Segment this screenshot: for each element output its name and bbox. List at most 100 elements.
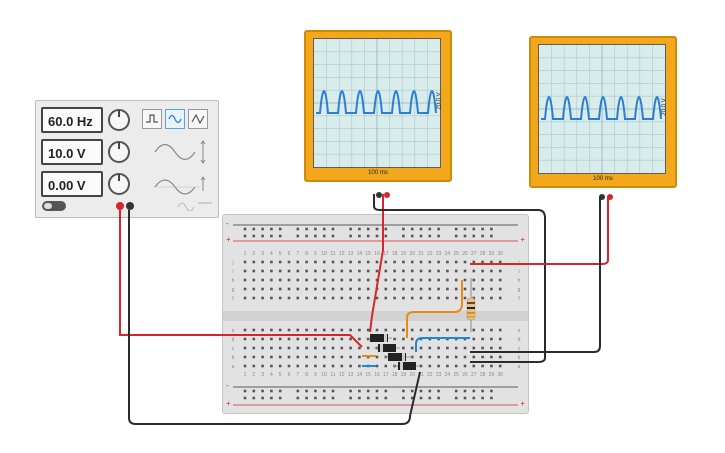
- column-label: 22: [427, 372, 433, 378]
- column-label: 3: [261, 251, 264, 257]
- column-label: 6: [288, 372, 291, 378]
- dc-offset-display: 0.00 V: [41, 171, 103, 197]
- rail-plus-label-top: +: [226, 235, 231, 244]
- wire-scope2-negative: [470, 196, 601, 353]
- oscilloscope-1-time-per-div: 100 ms: [368, 170, 388, 176]
- frequency-display: 60.0 Hz: [41, 107, 103, 133]
- oscilloscope-2-time-per-div: 100 ms: [593, 176, 613, 182]
- frequency-knob[interactable]: [108, 109, 130, 131]
- row-label: h: [518, 278, 521, 284]
- column-label: 15: [365, 251, 371, 257]
- column-label: 1: [244, 251, 247, 257]
- row-label: h: [232, 278, 235, 284]
- column-label: 7: [296, 372, 299, 378]
- diode-4: [394, 362, 420, 370]
- row-label: d: [232, 337, 235, 343]
- column-label: 11: [330, 372, 335, 378]
- column-label: 9: [314, 251, 317, 257]
- column-label: 23: [436, 372, 442, 378]
- row-label: b: [518, 355, 521, 361]
- offset-sine-icon: [153, 176, 206, 195]
- oscilloscope-2-trace: [541, 96, 662, 120]
- amplitude-display: 10.0 V: [41, 139, 103, 165]
- dc-offset-knob[interactable]: [108, 173, 130, 195]
- negative-terminal[interactable]: [126, 202, 134, 210]
- column-label: 5: [279, 251, 282, 257]
- column-label: 18: [392, 251, 398, 257]
- oscilloscope-2[interactable]: 20.0 V 100 ms: [529, 36, 677, 200]
- function-generator[interactable]: 60.0 Hz 10.0 V 0.00 V: [35, 100, 219, 218]
- oscilloscope-2-probe-positive[interactable]: [607, 194, 613, 200]
- column-label: 2: [252, 372, 255, 378]
- column-label: 5: [279, 372, 282, 378]
- power-switch[interactable]: [42, 201, 66, 211]
- diode-1: [366, 334, 392, 342]
- column-label: 19: [401, 251, 407, 257]
- row-label: a: [518, 364, 521, 370]
- oscilloscope-1-trace: [316, 90, 437, 114]
- column-label: 21: [418, 251, 424, 257]
- wire-generator-positive: [119, 210, 363, 348]
- positive-terminal[interactable]: [116, 202, 124, 210]
- column-label: 10: [321, 251, 327, 257]
- row-label: j: [231, 260, 233, 266]
- amplitude-knob[interactable]: [108, 141, 130, 163]
- row-label: a: [232, 364, 235, 370]
- column-label: 10: [321, 372, 327, 378]
- sine-wave-icon: [168, 114, 182, 124]
- triangle-wave-button[interactable]: [188, 109, 208, 129]
- diode-2: [374, 344, 400, 352]
- rail-minus-label-bottom: -: [226, 381, 229, 390]
- oscilloscope-1[interactable]: 20.0 V 100 ms: [304, 30, 452, 198]
- column-label: 4: [270, 251, 273, 257]
- column-label: 28: [480, 251, 486, 257]
- column-label: 16: [374, 372, 380, 378]
- column-label: 29: [489, 251, 495, 257]
- column-label: 7: [296, 251, 299, 257]
- row-label: c: [518, 346, 521, 352]
- column-label: 26: [462, 372, 468, 378]
- sine-wave-button[interactable]: [165, 109, 185, 129]
- wire-scope1-negative: [373, 194, 546, 363]
- oscilloscope-2-probe-negative[interactable]: [599, 194, 605, 200]
- column-label: 16: [374, 251, 380, 257]
- column-label: 20: [409, 251, 415, 257]
- column-label: 4: [270, 372, 273, 378]
- row-label: d: [518, 337, 521, 343]
- column-label: 17: [383, 251, 389, 257]
- oscilloscope-2-grid: [539, 45, 665, 173]
- column-label: 24: [445, 251, 451, 257]
- column-label: 9: [314, 372, 317, 378]
- row-label: c: [232, 346, 235, 352]
- oscilloscope-1-probe-positive[interactable]: [384, 192, 390, 198]
- column-label: 30: [497, 251, 503, 257]
- column-label: 6: [288, 251, 291, 257]
- oscilloscope-1-probe-negative[interactable]: [376, 192, 382, 198]
- column-label: 30: [497, 372, 503, 378]
- wire-orange-1: [406, 280, 463, 338]
- column-label: 20: [409, 372, 415, 378]
- column-label: 21: [418, 372, 424, 378]
- wire-generator-negative: [128, 210, 421, 425]
- column-label: 12: [339, 251, 345, 257]
- rail-plus-label-top-right: +: [520, 235, 525, 244]
- center-channel: [223, 311, 528, 321]
- column-label: 25: [453, 372, 459, 378]
- column-label: 13: [348, 372, 354, 378]
- column-label: 23: [436, 251, 442, 257]
- square-wave-icon: [146, 114, 158, 123]
- row-label: g: [232, 287, 235, 293]
- rail-minus-label-top: -: [226, 219, 229, 228]
- column-label: 13: [348, 251, 354, 257]
- diode-3: [384, 353, 412, 361]
- amplitude-sine-icon: [154, 140, 206, 164]
- brand-logo: [177, 202, 212, 211]
- row-label: i: [518, 269, 519, 275]
- row-label: f: [232, 296, 234, 302]
- square-wave-button[interactable]: [142, 109, 162, 129]
- column-label: 18: [392, 372, 398, 378]
- column-label: 8: [305, 372, 308, 378]
